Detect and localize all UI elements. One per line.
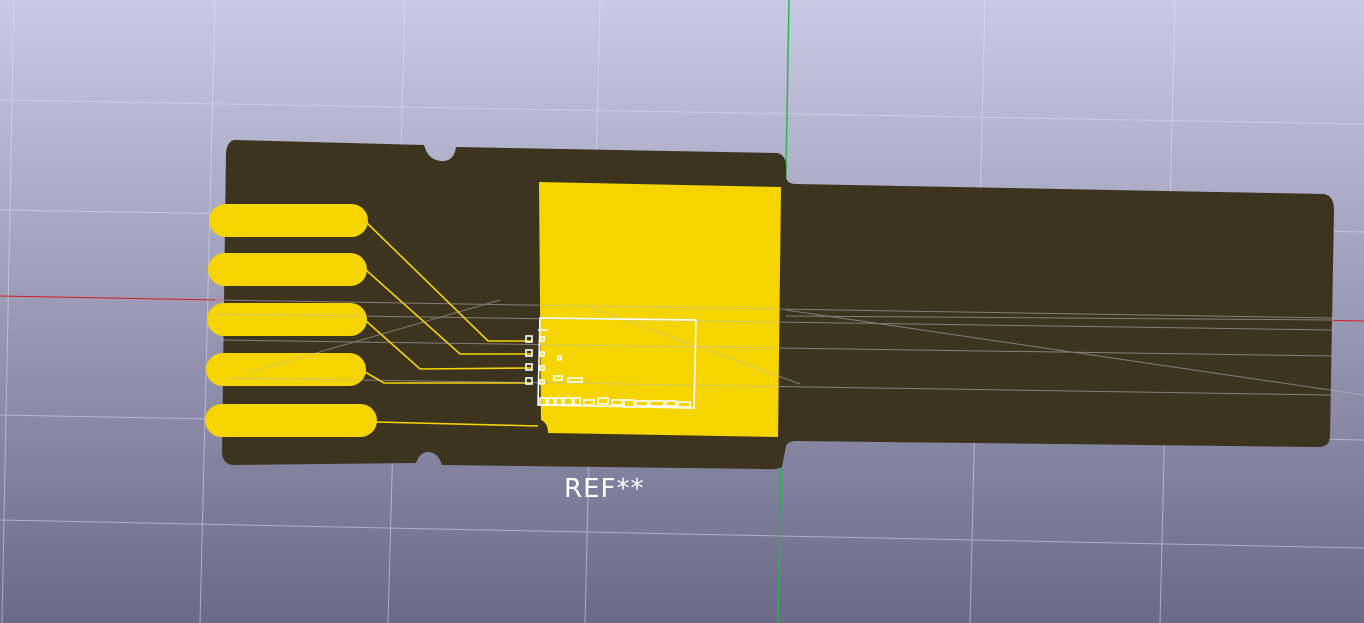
render-artifact-lines (214, 299, 1364, 396)
copper-traces (364, 221, 539, 427)
contact-pad[interactable] (208, 253, 367, 286)
silkscreen-footprint (525, 317, 697, 409)
contact-pad[interactable] (205, 404, 377, 437)
contact-pad[interactable] (207, 303, 367, 336)
contact-pad[interactable] (209, 204, 368, 237)
reference-designator-label: REF** (564, 474, 644, 504)
copper-fill-zone (539, 182, 781, 437)
contact-pad[interactable] (206, 353, 366, 386)
